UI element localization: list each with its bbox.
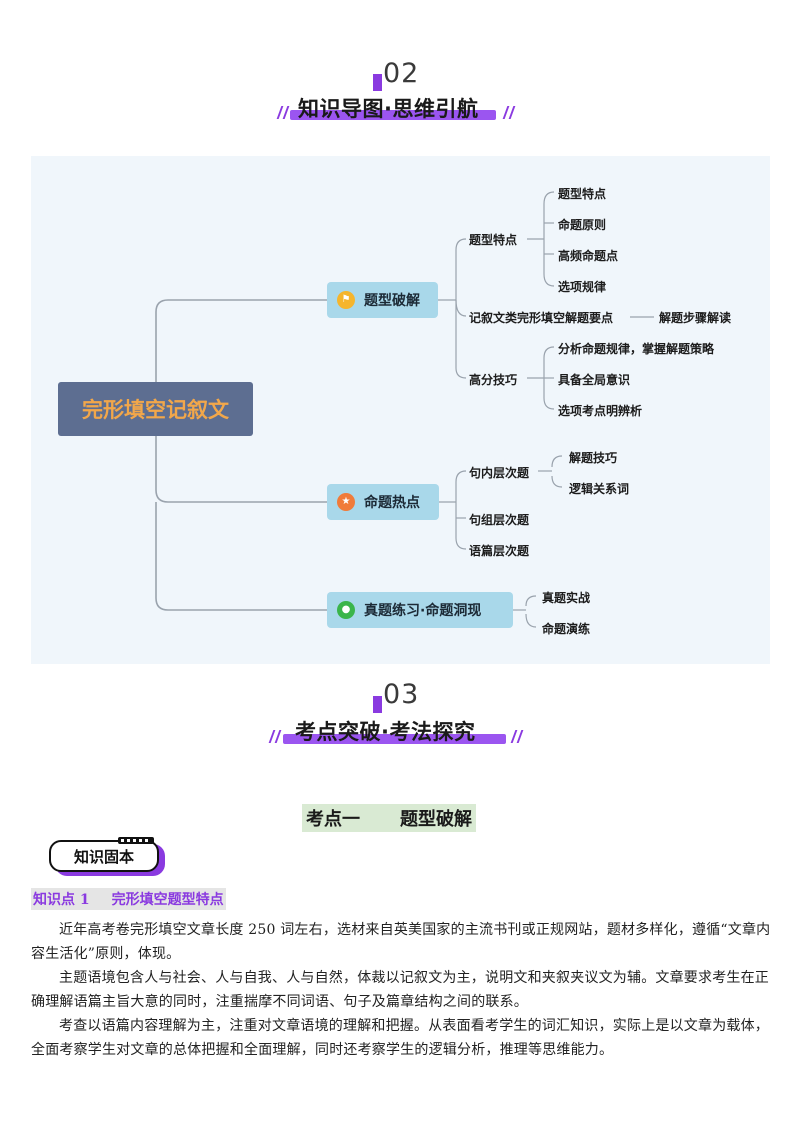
mind-map-sub-node: 记叙文类完形填空解题要点 [469,311,614,325]
mind-map-leaf: 选项规律 [558,280,607,294]
mind-map-leaf: 解题技巧 [569,451,618,465]
star-icon: ★ [337,493,355,511]
mind-map-leaf: 命题演练 [542,622,591,636]
mind-map-sub-node: 语篇层次题 [469,544,530,558]
branch-label: 真题练习·命题洞现 [364,603,482,619]
knowledge-point-heading: 知识点 1 完形填空题型特点 [31,888,226,910]
mind-map-sub-node: 句内层次题 [469,466,530,480]
mind-map-leaf: 具备全局意识 [558,373,631,387]
exam-point-heading: 考点一 题型破解 [302,804,476,832]
mind-map-leaf: 解题步骤解读 [659,311,732,325]
exam-point-title: 题型破解 [400,809,472,830]
mind-map-sub-node: 高分技巧 [469,373,518,387]
section-number-accent [373,696,382,713]
mind-map-leaf: 逻辑关系词 [569,482,630,496]
section-number: 03 [383,679,420,710]
body-paragraph: 近年高考卷完形填空文章长度 250 词左右，选材来自英美国家的主流书刊或正规网站… [31,922,771,962]
section-title: 知识导图·思维引航 [298,97,479,121]
mind-map-leaf: 真题实战 [542,591,591,605]
lock-icon: ● [337,601,355,619]
mind-map-root: 完形填空记叙文 [58,382,253,436]
knowledge-badge: 知识固本 [49,840,159,872]
section-title-underline [283,734,506,744]
mind-map-leaf: 高频命题点 [558,249,619,263]
mind-map-branch: ★ 命题热点 [327,484,439,520]
body-paragraph: 考查以语篇内容理解为主，注重对文章语境的理解和把握。从表面看考学生的词汇知识，实… [31,1018,769,1058]
mind-map-leaf: 命题原则 [558,218,607,232]
section-number: 02 [383,58,420,89]
badge-dots [121,839,151,842]
mind-map-leaf: 题型特点 [558,187,607,201]
branch-label: 命题热点 [364,495,420,511]
exam-point-label: 考点一 [306,809,360,830]
mind-map-sub-node: 题型特点 [469,233,518,247]
branch-label: 题型破解 [364,293,420,309]
body-paragraph: 主题语境包含人与社会、人与自我、人与自然，体裁以记叙文为主，说明文和夹叙夹议文为… [31,970,769,1010]
mind-map-branch: ⚑ 题型破解 [327,282,438,318]
knowledge-point-title: 完形填空题型特点 [111,892,224,908]
section-title-underline [290,110,496,120]
section-number-accent [373,74,382,91]
mind-map-leaf: 选项考点明辨析 [558,404,643,418]
section-title: 考点突破·考法探究 [295,720,476,744]
flag-icon: ⚑ [337,291,355,309]
mind-map-branch: ● 真题练习·命题洞现 [327,592,513,628]
knowledge-point-number: 知识点 1 [33,892,90,908]
mind-map-leaf: 分析命题规律，掌握解题策略 [558,342,715,356]
mind-map-sub-node: 句组层次题 [469,513,530,527]
